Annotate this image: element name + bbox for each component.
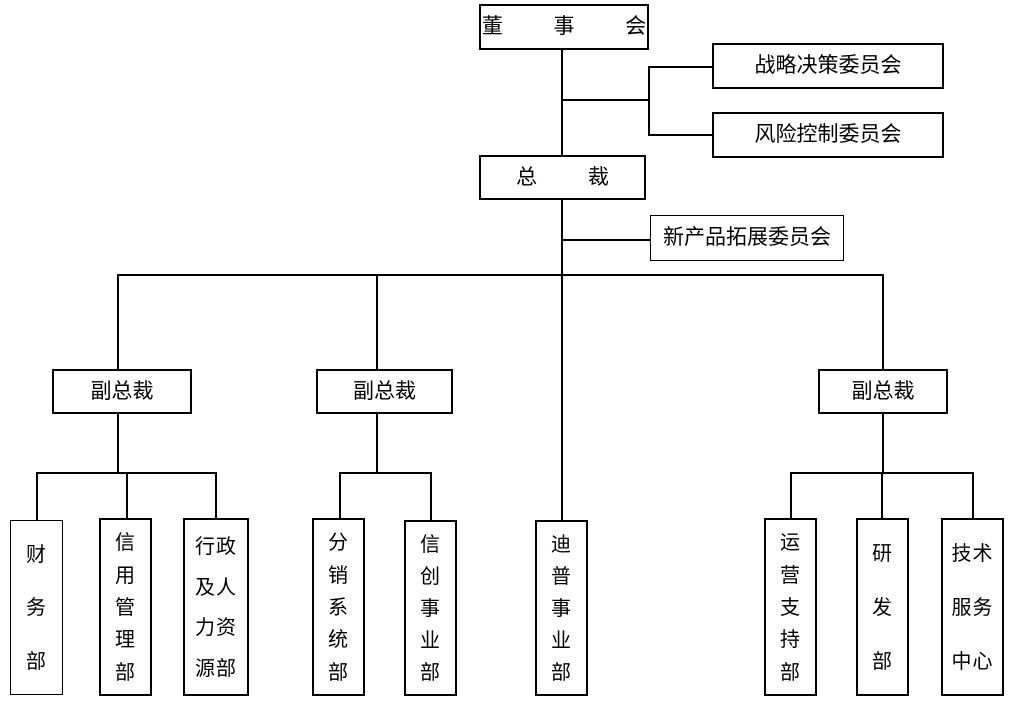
node-strategy-committee-label: 战略决策委员会 (754, 53, 902, 78)
dept-admin-hr[interactable]: 行政 及人 力资 源部 (183, 518, 249, 696)
node-risk-committee[interactable]: 风险控制委员会 (712, 112, 944, 158)
node-new-product-committee[interactable]: 新产品拓展委员会 (650, 215, 844, 261)
dept-admin-hr-text: 行政 及人 力资 源部 (185, 520, 247, 694)
dept-credit-mgmt[interactable]: 信 用 管 理 部 (99, 518, 152, 696)
dept-distribution-line-4: 部 (328, 659, 349, 684)
dept-dptech-line-3: 业 (551, 628, 572, 652)
dept-finance-text: 财 务 部 (11, 521, 62, 694)
connector-drop-admin-hr (215, 472, 217, 518)
dept-admin-hr-line-1: 及人 (195, 574, 237, 599)
node-vp1-label: 副总裁 (90, 378, 154, 403)
dept-finance-line-0: 财 (26, 541, 47, 566)
dept-credit-mgmt-line-1: 用 (115, 562, 136, 587)
dept-xinchuang-line-4: 部 (420, 660, 441, 684)
dept-tech-service-line-1: 服务 (951, 595, 994, 619)
dept-ops-support-line-4: 部 (780, 659, 801, 684)
dept-ops-support-line-0: 运 (780, 530, 801, 555)
connector-drop-xinchuang (430, 472, 432, 520)
dept-ops-support-text: 运 营 支 持 部 (766, 520, 815, 694)
node-president[interactable]: 总 裁 (479, 155, 646, 200)
node-strategy-committee[interactable]: 战略决策委员会 (712, 43, 944, 89)
dept-credit-mgmt-line-3: 理 (115, 627, 136, 652)
node-vp1[interactable]: 副总裁 (52, 369, 192, 414)
connector-to-strategy-committee (648, 66, 713, 68)
dept-admin-hr-line-0: 行政 (195, 534, 237, 559)
dept-ops-support-line-3: 持 (780, 627, 801, 652)
dept-finance-line-2: 部 (26, 649, 47, 674)
dept-dptech-line-0: 迪 (551, 532, 572, 556)
dept-credit-mgmt-line-2: 管 (115, 594, 136, 619)
dept-admin-hr-line-3: 源部 (195, 655, 237, 680)
connector-drop-vp3 (882, 274, 884, 369)
connector-president-main-stem (561, 200, 563, 523)
dept-distribution-line-0: 分 (328, 530, 349, 555)
node-board[interactable]: 董 事 会 (479, 4, 649, 50)
connector-vp3-stem (882, 414, 884, 474)
dept-xinchuang-line-0: 信 (420, 532, 441, 556)
dept-dptech-line-1: 普 (551, 564, 572, 588)
connector-vp2-sub-bar (339, 472, 432, 474)
dept-credit-mgmt-line-4: 部 (115, 659, 136, 684)
dept-dptech-line-4: 部 (551, 660, 572, 684)
connector-drop-rnd (881, 472, 883, 518)
dept-credit-mgmt-line-0: 信 (115, 530, 136, 555)
connector-to-risk-committee (648, 134, 713, 136)
node-board-label: 董 事 会 (481, 14, 669, 39)
connector-committee-bracket (648, 67, 650, 136)
dept-rnd-line-1: 发 (872, 595, 893, 619)
dept-xinchuang[interactable]: 信 创 事 业 部 (404, 520, 457, 696)
dept-xinchuang-line-3: 业 (420, 628, 441, 652)
connector-drop-tech-service (972, 472, 974, 518)
dept-ops-support-line-1: 营 (780, 562, 801, 587)
node-president-label: 总 裁 (516, 164, 631, 189)
dept-rnd-line-0: 研 (872, 541, 893, 565)
connector-drop-finance (36, 472, 38, 520)
dept-credit-mgmt-text: 信 用 管 理 部 (101, 520, 150, 694)
connector-board-to-president (561, 50, 563, 155)
connector-drop-ops-support (790, 472, 792, 518)
connector-drop-distribution (339, 472, 341, 518)
dept-distribution-line-2: 系 (328, 594, 349, 619)
dept-xinchuang-line-2: 事 (420, 596, 441, 620)
dept-rnd-text: 研 发 部 (858, 520, 907, 694)
connector-drop-vp1 (117, 274, 119, 369)
dept-admin-hr-line-2: 力资 (195, 615, 237, 640)
dept-finance[interactable]: 财 务 部 (10, 520, 63, 695)
connector-drop-vp2 (376, 274, 378, 369)
dept-rnd[interactable]: 研 发 部 (856, 518, 909, 696)
connector-drop-credit-mgmt (126, 472, 128, 518)
dept-ops-support[interactable]: 运 营 支 持 部 (764, 518, 817, 696)
node-vp3[interactable]: 副总裁 (818, 369, 948, 414)
dept-distribution-line-1: 销 (328, 562, 349, 587)
dept-dptech[interactable]: 迪 普 事 业 部 (535, 520, 588, 696)
node-vp3-label: 副总裁 (851, 378, 915, 403)
connector-board-to-committee-feeder (562, 99, 650, 101)
connector-to-new-product-committee (562, 239, 652, 241)
dept-ops-support-line-2: 支 (780, 594, 801, 619)
connector-vp2-stem (376, 414, 378, 474)
dept-xinchuang-line-1: 创 (420, 564, 441, 588)
node-vp2-label: 副总裁 (353, 378, 416, 403)
dept-dptech-text: 迪 普 事 业 部 (537, 522, 586, 694)
node-risk-committee-label: 风险控制委员会 (754, 122, 902, 147)
dept-tech-service-line-0: 技术 (951, 541, 994, 565)
dept-tech-service-line-2: 中心 (951, 649, 994, 673)
dept-rnd-line-2: 部 (872, 649, 893, 673)
connector-vp-distribution-bar (117, 274, 884, 276)
connector-vp1-stem (117, 414, 119, 474)
dept-tech-service[interactable]: 技术 服务 中心 (941, 518, 1004, 696)
dept-distribution-line-3: 统 (328, 627, 349, 652)
dept-finance-line-1: 务 (26, 595, 47, 620)
dept-distribution-text: 分 销 系 统 部 (314, 520, 363, 694)
node-new-product-committee-label: 新产品拓展委员会 (663, 225, 831, 250)
dept-tech-service-text: 技术 服务 中心 (943, 520, 1002, 694)
dept-dptech-line-2: 事 (551, 596, 572, 620)
dept-xinchuang-text: 信 创 事 业 部 (406, 522, 455, 694)
dept-distribution[interactable]: 分 销 系 统 部 (312, 518, 365, 696)
node-vp2[interactable]: 副总裁 (316, 369, 453, 414)
